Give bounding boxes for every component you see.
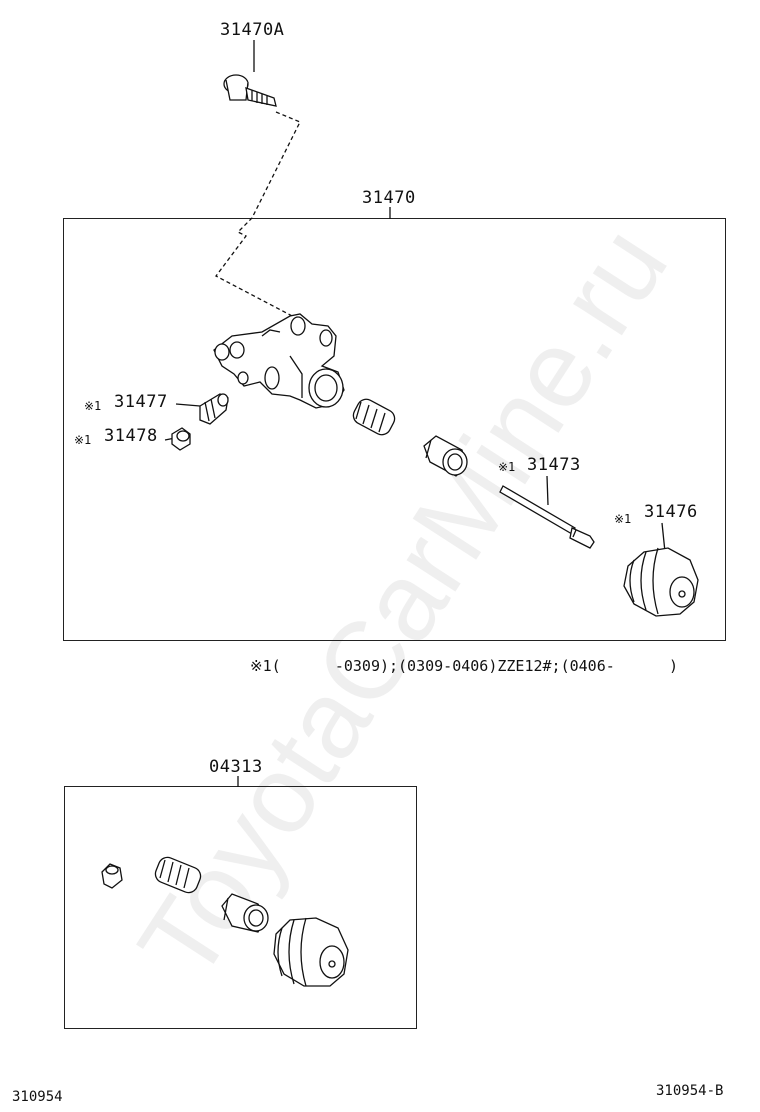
ref-mark: ※1 <box>614 512 632 526</box>
repair-kit-box <box>64 786 417 1029</box>
leader-31473 <box>546 475 549 506</box>
part-number-31470: 31470 <box>362 188 416 208</box>
part-number-31477: 31477 <box>114 392 168 412</box>
illustration-code-revision: 310954-B <box>656 1083 724 1099</box>
part-number-31473: 31473 <box>527 455 581 475</box>
part-number-31478: 31478 <box>104 426 158 446</box>
assembly-box <box>63 218 726 641</box>
bolt-dashed-line <box>215 111 301 319</box>
cylinder-body-icon <box>213 313 345 409</box>
part-number-31470A: 31470A <box>220 20 285 40</box>
ref-mark: ※1 <box>74 433 92 447</box>
piston-icon <box>423 435 468 477</box>
push-rod-icon <box>499 485 595 549</box>
bolt-icon <box>223 74 277 107</box>
illustration-code: 310954 <box>12 1089 63 1105</box>
boot-icon <box>623 547 699 617</box>
leader-31477 <box>175 403 201 407</box>
bleeder-cap-icon <box>171 427 191 451</box>
applicability-note: ※1( -0309);(0309-0406)ZZE12#;(0406- ) <box>250 657 678 675</box>
kit-cap-icon <box>101 863 123 889</box>
spring-cup-icon <box>352 398 396 436</box>
part-number-04313: 04313 <box>209 757 263 777</box>
kit-piston-icon <box>221 893 269 933</box>
ref-mark: ※1 <box>84 399 102 413</box>
part-number-31476: 31476 <box>644 502 698 522</box>
leader-31476 <box>661 522 666 553</box>
kit-spring-cup-icon <box>154 856 202 894</box>
ref-mark: ※1 <box>498 460 516 474</box>
kit-boot-icon <box>273 917 349 987</box>
bleeder-plug-icon <box>199 393 229 425</box>
